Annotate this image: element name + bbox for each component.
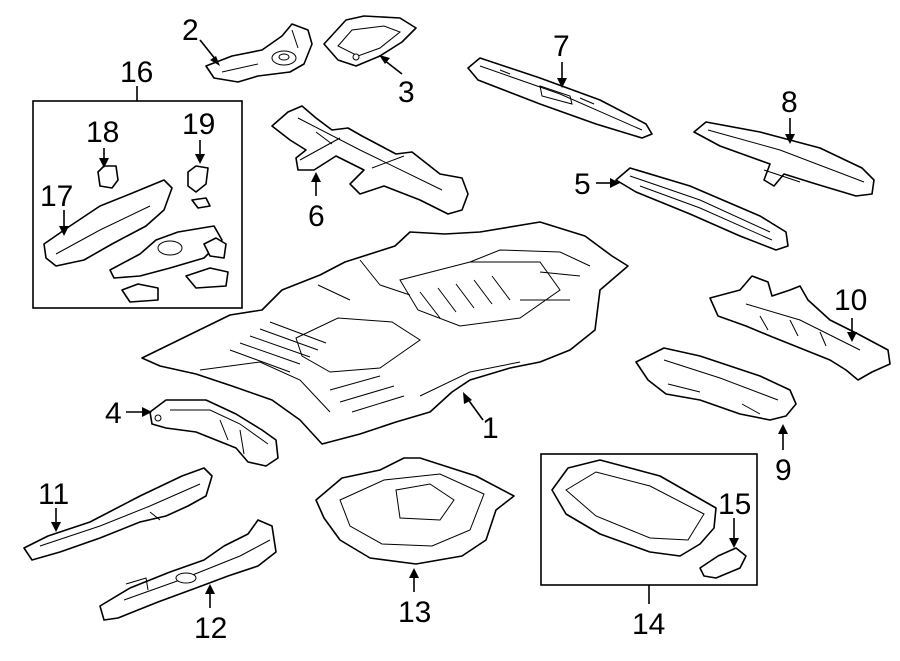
callout-7: 7	[553, 30, 570, 63]
callout-10: 10	[834, 284, 867, 317]
callout-4: 4	[105, 397, 122, 430]
part-4-member	[149, 399, 279, 467]
part-6-crossmember	[271, 105, 469, 215]
part-17-rail	[43, 179, 173, 267]
part-11-rail	[23, 467, 213, 561]
part-5-rail	[615, 167, 789, 251]
callout-6: 6	[308, 200, 325, 233]
part-3-tray	[323, 15, 417, 67]
part-10-member	[709, 275, 891, 381]
part-2-bracket	[205, 23, 313, 83]
callout-3: 3	[398, 76, 415, 109]
part-18-block	[97, 165, 119, 189]
callout-16: 16	[120, 56, 153, 89]
callout-19: 19	[182, 108, 215, 141]
part-12-rail	[99, 519, 277, 621]
part-1-floor-pan	[141, 221, 629, 445]
callout-15: 15	[718, 488, 751, 521]
callout-18: 18	[86, 116, 119, 149]
callout-9: 9	[775, 454, 792, 487]
part-15-pad	[699, 547, 747, 579]
leader-lines	[51, 39, 857, 608]
callout-5: 5	[574, 168, 591, 201]
part-16-subparts	[109, 197, 229, 303]
part-13-tub	[315, 457, 515, 565]
callout-14: 14	[632, 608, 665, 641]
callout-12: 12	[194, 612, 227, 645]
callout-11: 11	[38, 478, 69, 511]
callout-17: 17	[40, 180, 73, 213]
callout-labels: 1 2 3 4 5 6 7 8 9 10 11 12 13 14 15 16 1…	[38, 14, 867, 645]
part-19-block	[187, 165, 209, 193]
callout-13: 13	[398, 596, 431, 629]
part-7-rail	[467, 57, 653, 139]
part-9-member	[635, 347, 797, 421]
part-14-tray	[551, 459, 717, 557]
callout-8: 8	[781, 86, 798, 119]
callout-2: 2	[182, 14, 199, 47]
part-8-rail	[693, 121, 875, 197]
callout-1: 1	[482, 412, 499, 445]
